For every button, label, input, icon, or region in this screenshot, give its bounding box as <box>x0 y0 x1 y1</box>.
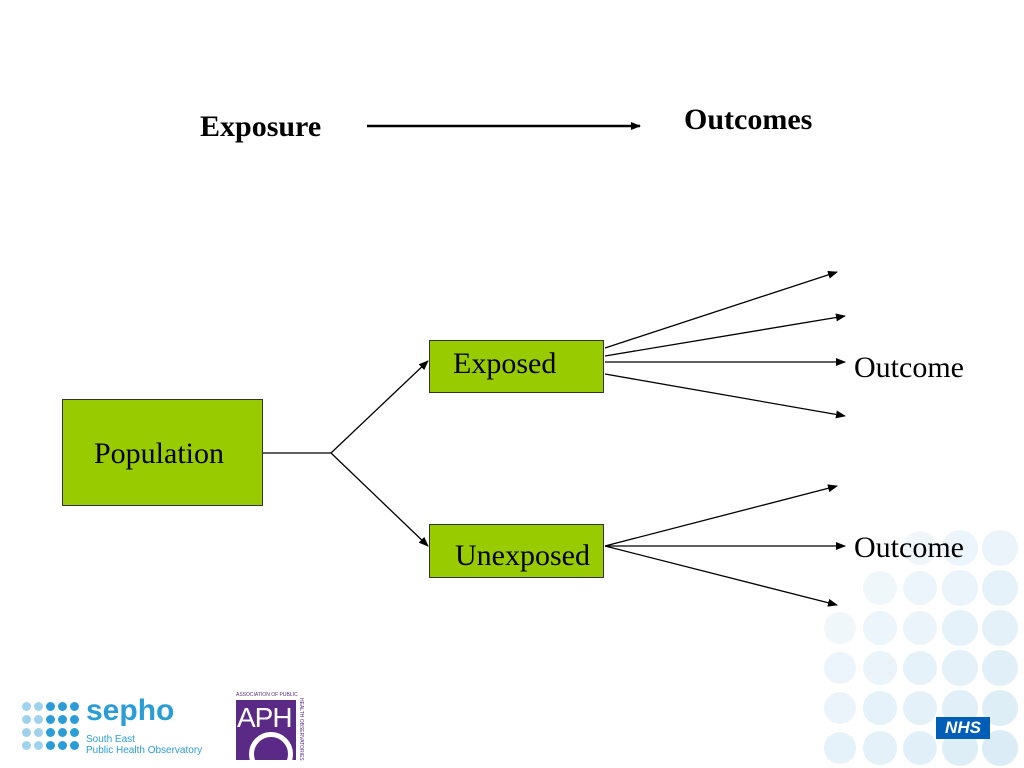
decorative-dot <box>824 612 856 644</box>
sepho-dot <box>70 741 79 750</box>
decorative-dot <box>902 650 938 686</box>
exposed-outcome-arrow <box>604 271 838 349</box>
sepho-dot <box>46 728 55 737</box>
sepho-dot <box>34 702 43 711</box>
decorative-dot <box>942 650 978 686</box>
sepho-dot <box>70 715 79 724</box>
nhs-logo-badge: NHS <box>936 717 990 739</box>
unexposed-box <box>429 524 604 578</box>
decorative-dot <box>942 530 978 566</box>
unexposed-outcome-arrow <box>604 484 838 547</box>
outcomes-heading: Outcomes <box>684 103 813 136</box>
sepho-dot <box>22 702 31 711</box>
decorative-dot <box>981 649 1019 687</box>
population-box <box>62 399 263 506</box>
decorative-dot <box>863 651 897 685</box>
decorative-dot <box>902 730 938 766</box>
decorative-dot <box>902 690 938 726</box>
decorative-dot <box>863 571 897 605</box>
sepho-dot <box>46 702 55 711</box>
decorative-dot <box>981 529 1019 567</box>
branch-to-exposed-arrow <box>330 360 429 454</box>
unexposed-outcome-label: Outcome <box>854 531 964 564</box>
sepho-dot <box>58 702 67 711</box>
apho-logo-letters: APH <box>237 702 293 733</box>
apho-caption-side: HEALTH OBSERVATORIES <box>298 698 304 761</box>
sepho-dot <box>34 715 43 724</box>
sepho-dot <box>22 728 31 737</box>
unexposed-label: Unexposed <box>455 539 590 572</box>
decorative-dot <box>863 611 897 645</box>
sepho-dot <box>70 728 79 737</box>
sepho-dot <box>46 741 55 750</box>
apho-caption-top: ASSOCIATION OF PUBLIC <box>236 692 298 698</box>
exposed-outcome-arrow <box>604 373 846 419</box>
sepho-logo-line1: South East <box>86 734 135 745</box>
decorative-dot <box>863 731 897 765</box>
decorative-dot <box>902 570 938 606</box>
sepho-dot <box>70 702 79 711</box>
apho-logo-o-ring <box>249 732 293 760</box>
population-label: Population <box>94 437 225 470</box>
sepho-dot <box>22 715 31 724</box>
decorative-dot <box>824 692 856 724</box>
exposed-box <box>429 340 604 393</box>
decorative-dot <box>902 530 938 566</box>
exposed-outcome-arrow <box>604 313 846 357</box>
sepho-dot <box>34 741 43 750</box>
decorative-dot <box>981 569 1019 607</box>
decorative-dot <box>942 570 978 606</box>
sepho-dot <box>58 715 67 724</box>
decorative-dot <box>863 691 897 725</box>
unexposed-outcome-arrow <box>604 545 838 607</box>
exposed-label: Exposed <box>453 347 557 380</box>
sepho-dot <box>58 728 67 737</box>
sepho-logo-line2: Public Health Observatory <box>86 745 203 756</box>
sepho-dot <box>22 741 31 750</box>
exposed-outcome-label: Outcome <box>854 351 964 384</box>
decorative-dot <box>902 610 938 646</box>
sepho-dot <box>46 715 55 724</box>
branch-to-unexposed-arrow <box>330 452 429 547</box>
sepho-logo-dots-icon <box>22 702 82 754</box>
apho-logo-icon: APH <box>236 700 296 760</box>
sepho-logo-name: sepho <box>86 694 175 727</box>
decorative-dot <box>824 652 856 684</box>
decorative-dot <box>942 610 978 646</box>
sepho-dot <box>58 741 67 750</box>
decorative-dot <box>824 732 856 764</box>
exposure-heading: Exposure <box>200 110 322 143</box>
decorative-dot <box>981 609 1019 647</box>
sepho-dot <box>34 728 43 737</box>
